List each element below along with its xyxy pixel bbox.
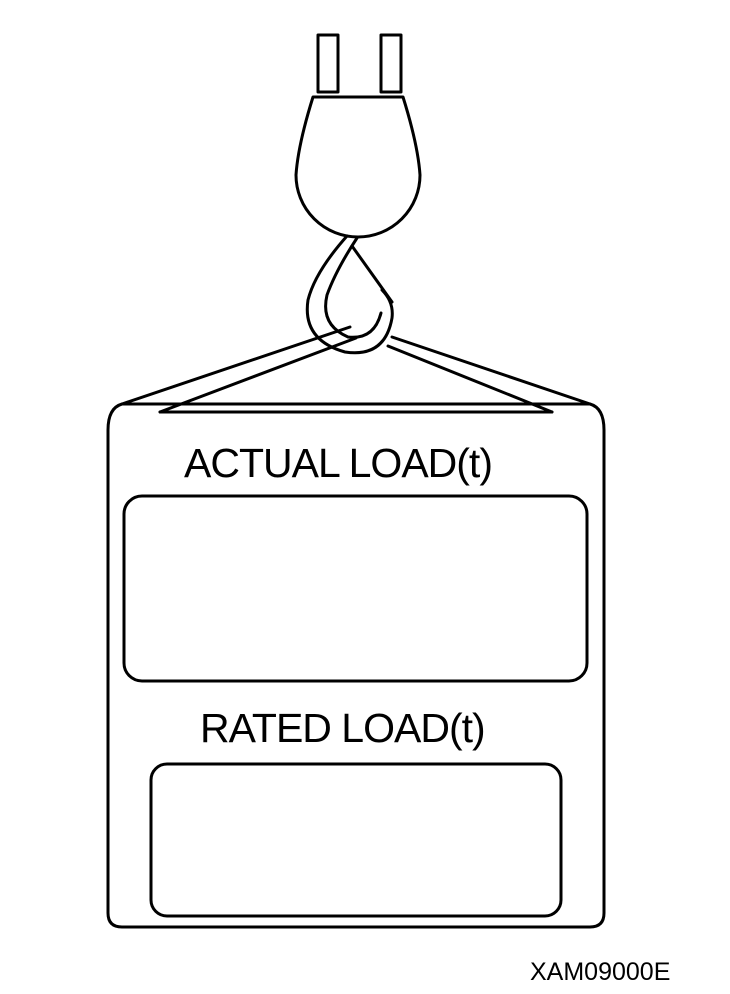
- sling-right-inner: [386, 344, 554, 414]
- rated-load-box: [149, 762, 563, 918]
- actual-load-label: ACTUAL LOAD(t): [184, 440, 493, 486]
- hook-prong-right: [379, 33, 403, 94]
- hook-outer: [305, 234, 394, 355]
- sling-on-hook: [350, 244, 394, 304]
- rated-load-label: RATED LOAD(t): [200, 705, 486, 751]
- figure-code: XAM09000E: [530, 958, 671, 986]
- hook-inner: [324, 236, 383, 339]
- hook-block: [294, 95, 422, 239]
- sling-right-outer: [390, 335, 592, 406]
- hook-prong-left: [316, 33, 340, 94]
- sling-left-outer: [120, 325, 352, 406]
- sling-left-inner: [158, 336, 358, 414]
- actual-load-box: [122, 494, 589, 683]
- sign-board: [106, 402, 606, 929]
